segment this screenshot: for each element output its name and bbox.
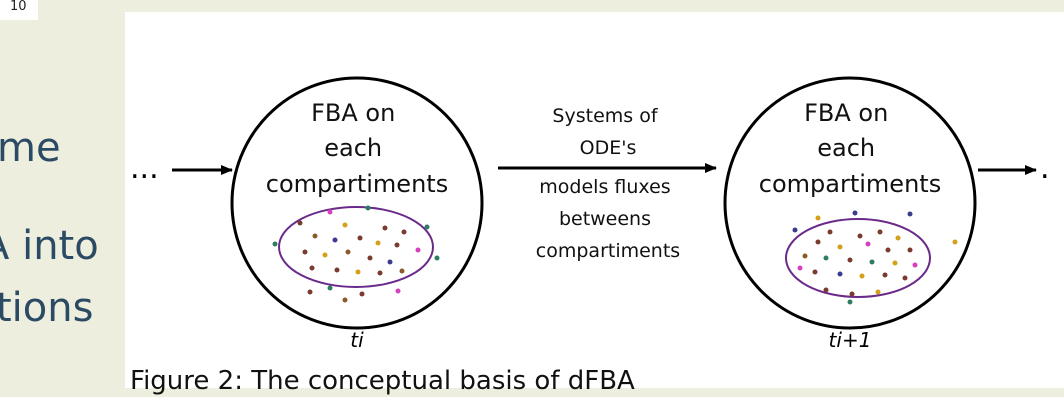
arrow-label-top-line: ODE's <box>580 137 637 159</box>
time-label-ti: ti <box>350 328 364 352</box>
svg-text:FBA on each compar: FBA on each compartiments <box>266 99 448 198</box>
right-ellipsis: . <box>1040 151 1050 186</box>
compartment-label-line: FBA on <box>311 99 395 127</box>
page-number: 10 <box>0 0 38 20</box>
slide-text-line-2: A into <box>0 223 99 269</box>
compartment-label-line: FBA on <box>804 99 888 127</box>
compartment-circle <box>230 76 484 330</box>
arrow-label-bottom-line: betweens <box>559 208 651 230</box>
compartment-label-line: each <box>817 134 875 162</box>
svg-text:Systems of ODE's: Systems of ODE's <box>552 105 663 159</box>
metabolite-dots <box>272 205 440 303</box>
slide-text-line-1: me <box>0 125 61 171</box>
svg-text:models fluxes betweens: models fluxes betweens compartiments <box>536 176 680 262</box>
compartment-label-line: each <box>324 134 382 162</box>
figure-caption: Figure 2: The conceptual basis of dFBA <box>130 366 635 396</box>
svg-text:FBA on each compar: FBA on each compartiments <box>759 99 941 198</box>
metabolite-pool-ellipse <box>785 218 931 298</box>
arrow-label-top-line: Systems of <box>552 105 658 127</box>
compartment-left: FBA on each compartiments ti <box>230 76 484 352</box>
dfba-diagram: ... . FBA on each compartiments ti <box>130 76 1050 352</box>
compartment-label-line: compartiments <box>266 170 448 198</box>
left-ellipsis: ... <box>130 151 159 186</box>
compartment-right: FBA on each compartiments ti+1 <box>723 76 977 352</box>
time-label-ti-plus-1: ti+1 <box>829 328 872 352</box>
metabolite-pool-ellipse <box>278 206 434 288</box>
arrow-label-bottom-line: compartiments <box>536 240 680 262</box>
compartment-label-line: compartiments <box>759 170 941 198</box>
arrow-label-bottom-line: models fluxes <box>539 176 670 198</box>
metabolite-dots <box>792 210 958 305</box>
slide-text-line-3: tions <box>0 285 94 331</box>
